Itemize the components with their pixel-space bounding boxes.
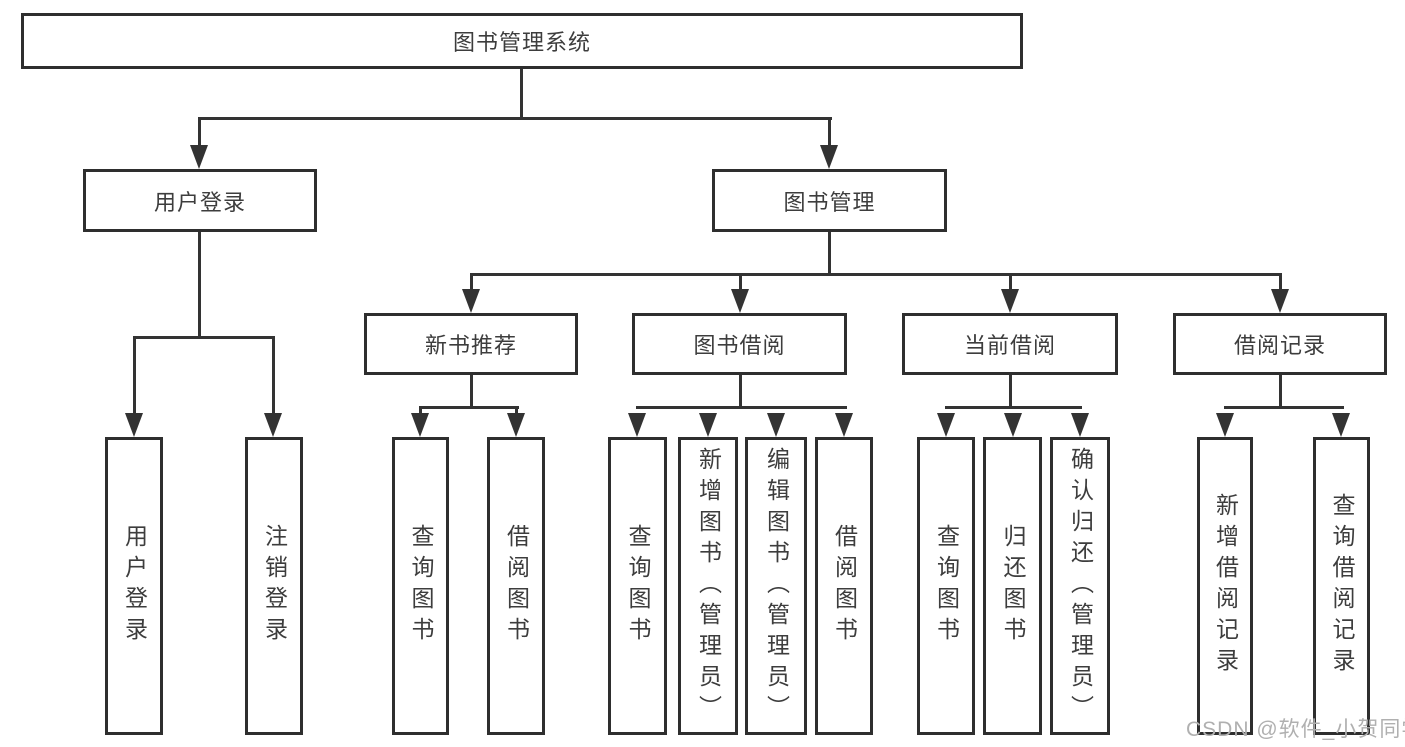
arrowhead-down-icon: [1216, 413, 1234, 437]
node-leaf-query-books-1: 查询图书: [392, 437, 449, 735]
connector-line: [945, 406, 1082, 409]
node-leaf-borrow-books-1: 借阅图书: [487, 437, 545, 735]
arrowhead-down-icon: [1001, 289, 1019, 313]
connector-line: [739, 273, 742, 289]
node-leaf-return-books: 归还图书: [983, 437, 1042, 735]
arrowhead-down-icon: [1271, 289, 1289, 313]
connector-line: [1224, 406, 1344, 409]
connector-line: [272, 336, 275, 413]
node-leaf-query-books-2: 查询图书: [608, 437, 667, 735]
arrowhead-down-icon: [1332, 413, 1350, 437]
node-book-borrowing: 图书借阅: [632, 313, 847, 375]
node-user-login: 用户登录: [83, 169, 317, 232]
arrowhead-down-icon: [125, 413, 143, 437]
connector-line: [828, 117, 831, 145]
node-library-management-system: 图书管理系统: [21, 13, 1023, 69]
connector-line: [198, 232, 201, 339]
node-current-borrowing: 当前借阅: [902, 313, 1118, 375]
connector-line: [470, 273, 473, 289]
arrowhead-down-icon: [699, 413, 717, 437]
node-leaf-user-login: 用户登录: [105, 437, 163, 735]
connector-line: [1009, 273, 1012, 289]
connector-line: [1009, 375, 1012, 409]
connector-line: [828, 232, 831, 276]
connector-line: [470, 375, 473, 409]
arrowhead-down-icon: [507, 413, 525, 437]
arrowhead-down-icon: [731, 289, 749, 313]
node-leaf-add-borrow-record: 新增借阅记录: [1197, 437, 1253, 735]
node-leaf-query-books-3: 查询图书: [917, 437, 975, 735]
arrowhead-down-icon: [190, 145, 208, 169]
arrowhead-down-icon: [937, 413, 955, 437]
node-new-book-recommend: 新书推荐: [364, 313, 578, 375]
node-leaf-confirm-return-admin: 确认归还（管理员）: [1050, 437, 1110, 735]
node-book-management: 图书管理: [712, 169, 947, 232]
connector-line: [198, 117, 201, 145]
connector-line: [515, 406, 518, 415]
arrowhead-down-icon: [835, 413, 853, 437]
connector-line: [1279, 375, 1282, 409]
arrowhead-down-icon: [264, 413, 282, 437]
arrowhead-down-icon: [628, 413, 646, 437]
arrowhead-down-icon: [1004, 413, 1022, 437]
node-leaf-add-books-admin: 新增图书（管理员）: [678, 437, 738, 735]
connector-line: [419, 406, 422, 415]
node-leaf-query-borrow-record: 查询借阅记录: [1313, 437, 1370, 735]
connector-line: [520, 69, 523, 117]
connector-line: [419, 406, 519, 409]
node-leaf-logout: 注销登录: [245, 437, 303, 735]
arrowhead-down-icon: [820, 145, 838, 169]
connector-line: [1279, 273, 1282, 289]
arrowhead-down-icon: [411, 413, 429, 437]
connector-line: [739, 375, 742, 409]
connector-line: [133, 336, 275, 339]
arrowhead-down-icon: [1071, 413, 1089, 437]
connector-line: [198, 117, 832, 120]
csdn-watermark: CSDN @软件_小贺同学: [1186, 718, 1405, 741]
arrowhead-down-icon: [767, 413, 785, 437]
arrowhead-down-icon: [462, 289, 480, 313]
node-borrowing-records: 借阅记录: [1173, 313, 1387, 375]
node-leaf-edit-books-admin: 编辑图书（管理员）: [745, 437, 807, 735]
connector-line: [636, 406, 847, 409]
connector-line: [133, 336, 136, 413]
node-leaf-borrow-books-2: 借阅图书: [815, 437, 873, 735]
connector-line: [470, 273, 1282, 276]
